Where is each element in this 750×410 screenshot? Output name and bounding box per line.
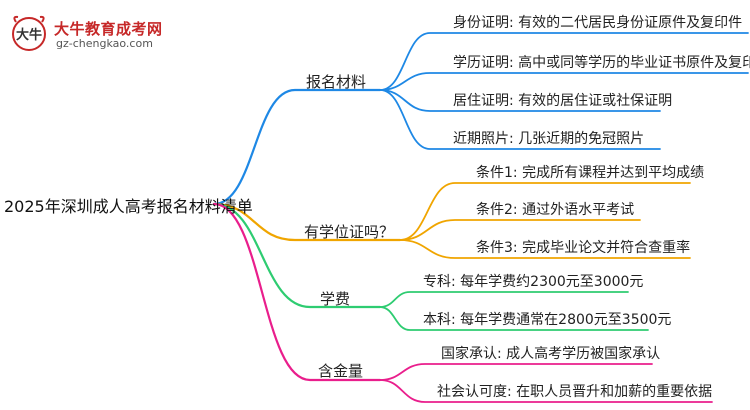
leaf-id-proof: 身份证明: 有效的二代居民身份证原件及复印件 <box>453 15 743 31</box>
leaf-condition-2: 条件2: 通过外语水平考试 <box>476 202 635 218</box>
leaf-link-tuition-2 <box>379 306 649 331</box>
leaf-link-value-2 <box>379 379 713 403</box>
leaf-link-materials-2 <box>379 72 749 91</box>
leaf-link-materials-4 <box>379 89 661 150</box>
leaf-social-recognition: 社会认可度: 在职人员晋升和加薪的重要依据 <box>437 384 713 400</box>
bull-logo-icon: 大牛 <box>12 15 46 51</box>
leaf-education-proof: 学历证明: 高中或同等学历的毕业证书原件及复印件 <box>453 55 750 71</box>
branch-link-degree <box>212 202 402 242</box>
leaf-national-recognition: 国家承认: 成人高考学历被国家承认 <box>441 346 661 362</box>
leaf-link-degree-1 <box>399 182 691 241</box>
leaf-residence-proof: 居住证明: 有效的居住证或社保证明 <box>453 93 673 109</box>
leaf-link-degree-3 <box>399 239 691 259</box>
leaf-link-materials-1 <box>379 32 749 91</box>
branch-label-tuition: 学费 <box>320 290 351 308</box>
site-logo[interactable]: 大牛 大牛教育成考网 gz-chengkao.com <box>8 14 183 54</box>
leaf-photos: 近期照片: 几张近期的免冠照片 <box>453 131 645 147</box>
mindmap-root: 2025年深圳成人高考报名材料清单 <box>4 197 253 216</box>
leaf-link-materials-3 <box>379 89 661 112</box>
leaf-tuition-bachelor: 本科: 每年学费通常在2800元至3500元 <box>423 312 672 328</box>
leaf-link-degree-2 <box>399 219 641 241</box>
logo-mark-text: 大牛 <box>16 27 42 43</box>
branch-label-degree: 有学位证吗？ <box>304 223 395 241</box>
logo-url: gz-chengkao.com <box>56 37 153 50</box>
leaf-condition-1: 条件1: 完成所有课程并达到平均成绩 <box>476 165 705 181</box>
leaf-link-value-1 <box>379 363 653 381</box>
leaf-condition-3: 条件3: 完成毕业论文并符合查重率 <box>476 240 691 256</box>
branch-link-value <box>212 202 382 382</box>
branch-label-value: 含金量 <box>318 362 364 380</box>
leaf-tuition-junior: 专科: 每年学费约2300元至3000元 <box>423 274 644 290</box>
branch-label-materials: 报名材料 <box>306 73 367 91</box>
logo-title: 大牛教育成考网 <box>54 20 163 38</box>
branch-link-tuition <box>212 202 382 309</box>
branch-link-materials <box>212 88 382 206</box>
leaf-link-tuition-1 <box>379 291 629 308</box>
